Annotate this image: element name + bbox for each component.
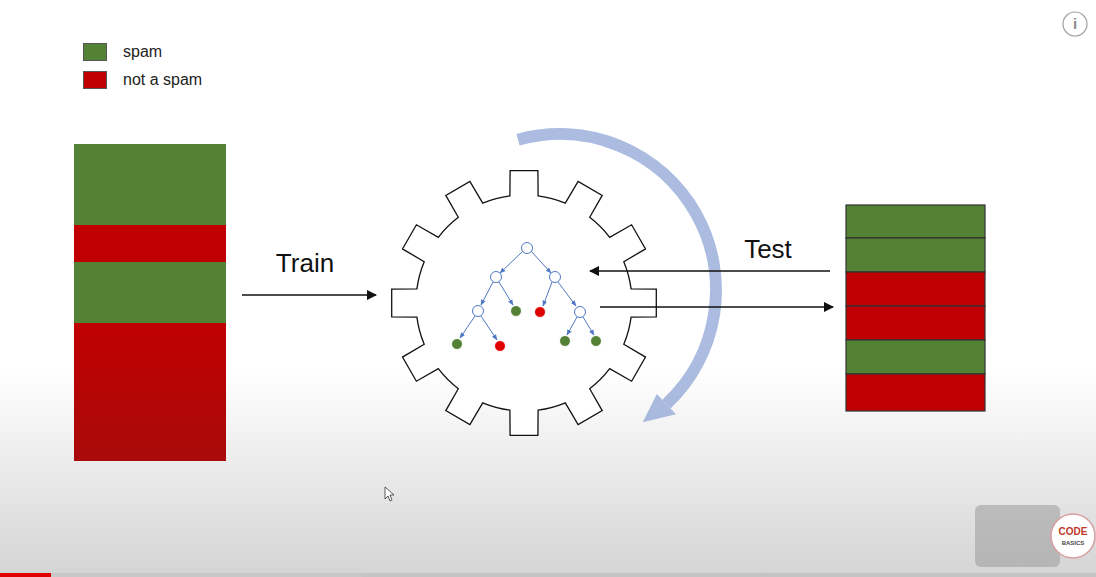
progress-buffer <box>0 573 362 577</box>
mouse-cursor <box>385 487 394 501</box>
legend-swatch <box>83 43 107 61</box>
progress-played <box>0 573 51 577</box>
tree-nodes <box>452 243 602 352</box>
legend-label: spam <box>123 43 162 61</box>
legend-swatch <box>83 71 107 89</box>
test-input-arrow <box>590 270 830 272</box>
arrow-label: Test <box>744 235 792 264</box>
info-icon-letter: i <box>1073 16 1077 33</box>
logo-text: CODE <box>1059 526 1088 537</box>
test-data-stack <box>846 205 985 411</box>
arrow-label: Train <box>276 249 334 278</box>
model-gear <box>392 171 657 436</box>
test-output-arrow <box>600 306 833 308</box>
train-arrow <box>242 294 376 296</box>
training-data-bar <box>74 144 226 461</box>
decision-tree <box>460 251 594 340</box>
legend-label: not a spam <box>123 71 202 89</box>
blurred-thumbnail <box>975 505 1060 567</box>
info-icon <box>1063 12 1087 36</box>
progress-track <box>0 573 1096 577</box>
logo-text: BASICS <box>1062 540 1085 547</box>
logo-badge <box>1051 514 1095 558</box>
